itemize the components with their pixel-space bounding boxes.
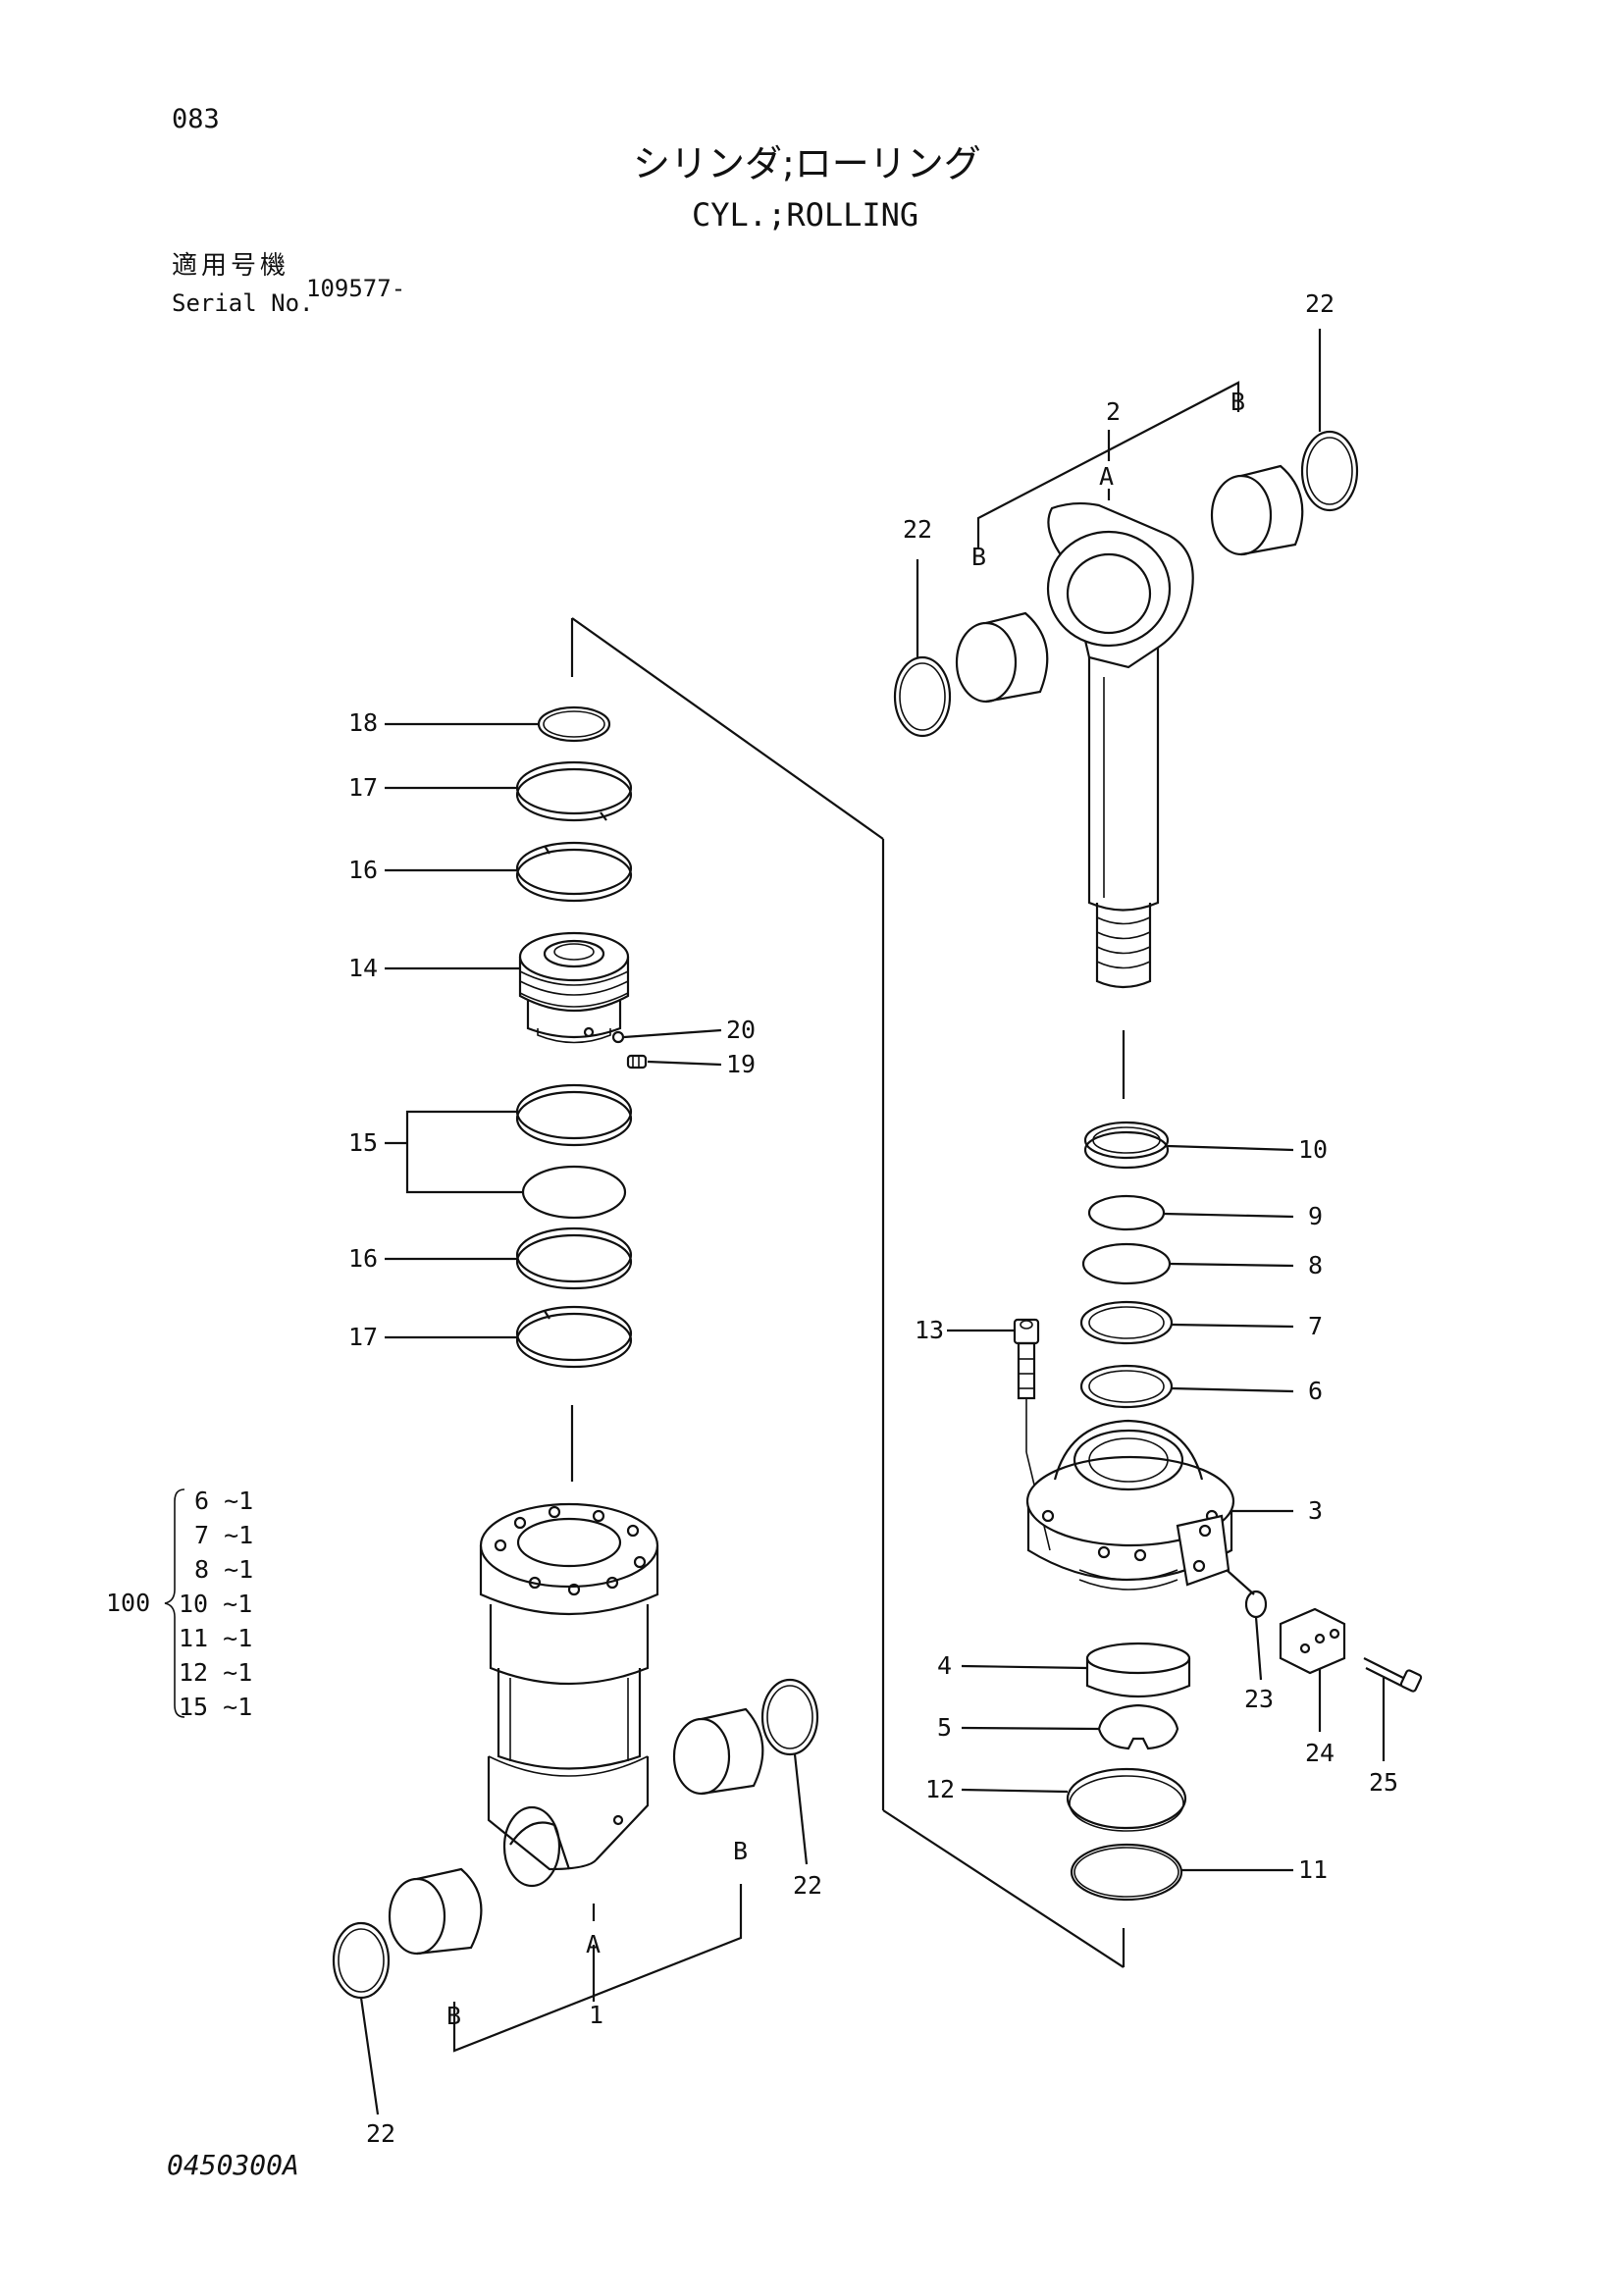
callout-18: 18	[348, 708, 378, 737]
part-4-bushing	[1085, 1642, 1191, 1698]
callout-22-lower-left: 22	[366, 2119, 395, 2148]
callout-16-lower: 16	[348, 1244, 378, 1273]
callout-22-top-left: 22	[903, 515, 932, 544]
part-18-ring	[537, 705, 611, 743]
callout-6: 6	[1308, 1377, 1323, 1405]
callout-11: 11	[1298, 1855, 1328, 1884]
part-12-ring	[1066, 1767, 1187, 1832]
part-16-ring-lower	[515, 1226, 633, 1290]
part-17-wear-ring-top	[515, 760, 633, 822]
callout-24: 24	[1305, 1739, 1335, 1767]
kit-label: 100	[106, 1589, 150, 1617]
part-1-cylinder-tube	[479, 1502, 659, 1888]
callout-15: 15	[348, 1128, 378, 1157]
drawing-code: 0450300A	[167, 2149, 299, 2181]
callout-A-lower: A	[586, 1930, 601, 1958]
part-9-ring	[1087, 1194, 1166, 1231]
callout-16-top: 16	[348, 856, 378, 884]
callout-19: 19	[726, 1050, 756, 1078]
part-bushing-right-front	[955, 611, 1049, 704]
callout-2: 2	[1106, 397, 1121, 426]
callout-3: 3	[1308, 1496, 1323, 1525]
serial-label-english: Serial No.	[172, 289, 314, 317]
callout-8: 8	[1308, 1251, 1323, 1279]
callout-10: 10	[1298, 1135, 1328, 1164]
callout-13: 13	[915, 1316, 944, 1344]
kit-item: 15 ~1	[179, 1693, 252, 1721]
callout-25: 25	[1369, 1768, 1398, 1797]
part-20-ball	[611, 1030, 625, 1044]
part-14-piston	[518, 931, 630, 1044]
callout-7: 7	[1308, 1312, 1323, 1340]
part-2-piston-rod	[1046, 501, 1194, 989]
part-24-block	[1279, 1607, 1346, 1675]
callout-9: 9	[1308, 1202, 1323, 1230]
callout-22-top-right: 22	[1305, 289, 1335, 318]
part-6-seal	[1079, 1364, 1174, 1409]
part-3-rod-cover	[1025, 1419, 1235, 1591]
assembly-outline	[570, 617, 1126, 1968]
callout-20: 20	[726, 1016, 756, 1044]
part-17-wear-ring-lower	[515, 1305, 633, 1369]
part-23-o-ring	[1244, 1590, 1268, 1619]
callout-1: 1	[589, 2001, 603, 2029]
kit-item: 8 ~1	[194, 1555, 253, 1584]
callout-23: 23	[1244, 1685, 1274, 1713]
callout-5: 5	[937, 1713, 952, 1742]
serial-number: 109577-	[306, 275, 406, 302]
page-number: 083	[172, 104, 220, 134]
callout-A-top: A	[1099, 462, 1114, 491]
part-bushing-right-back	[1210, 464, 1304, 556]
part-22-seal-upper-left	[893, 655, 952, 738]
leader-lines	[359, 329, 1386, 2115]
callout-B-top-right: B	[1230, 388, 1245, 416]
part-bushing-left-front	[388, 1867, 483, 1956]
kit-item: 12 ~1	[179, 1658, 252, 1687]
part-15-seal-upper	[515, 1083, 633, 1147]
callout-12: 12	[925, 1775, 955, 1803]
part-19-set-screw	[626, 1054, 648, 1070]
callouts: 18 17 16 14 20 19 15 16 17 10 9 8 7 6 13…	[348, 289, 1398, 2148]
part-5-snap-ring	[1097, 1703, 1179, 1750]
kit-item: 10 ~1	[179, 1590, 252, 1618]
callout-4: 4	[937, 1651, 952, 1680]
part-25-bolt	[1363, 1657, 1423, 1693]
callout-22-lower-right: 22	[793, 1871, 822, 1900]
kit-item: 7 ~1	[194, 1521, 253, 1549]
callout-17-lower: 17	[348, 1323, 378, 1351]
part-22-seal-lower-left	[332, 1921, 391, 2000]
title-japanese: シリンダ;ローリング	[633, 142, 981, 185]
part-22-seal-upper-right	[1300, 430, 1359, 512]
part-11-ring	[1070, 1843, 1183, 1902]
part-16-ring-top	[515, 841, 633, 903]
callout-B-lower-right: B	[733, 1837, 748, 1865]
serial-label-japanese: 適用号機	[172, 251, 290, 281]
part-8-ring	[1081, 1242, 1172, 1285]
kit-item: 6 ~1	[194, 1487, 253, 1515]
callout-B-lower-left: B	[446, 2002, 461, 2030]
part-7-seal	[1079, 1300, 1174, 1345]
kit-item: 11 ~1	[179, 1624, 252, 1652]
callout-B-top-left: B	[971, 543, 986, 571]
callout-17-top: 17	[348, 773, 378, 802]
title-english: CYL.;ROLLING	[692, 196, 919, 234]
part-22-seal-lower-right	[760, 1678, 819, 1756]
part-15-seal-lower	[521, 1165, 627, 1220]
callout-14: 14	[348, 954, 378, 982]
part-10-dust-seal	[1083, 1121, 1170, 1170]
part-bushing-left-back	[672, 1707, 764, 1796]
kit-100-group: 100 6 ~1 7 ~1 8 ~1 10 ~1 11 ~1 12 ~1 15 …	[106, 1487, 253, 1721]
